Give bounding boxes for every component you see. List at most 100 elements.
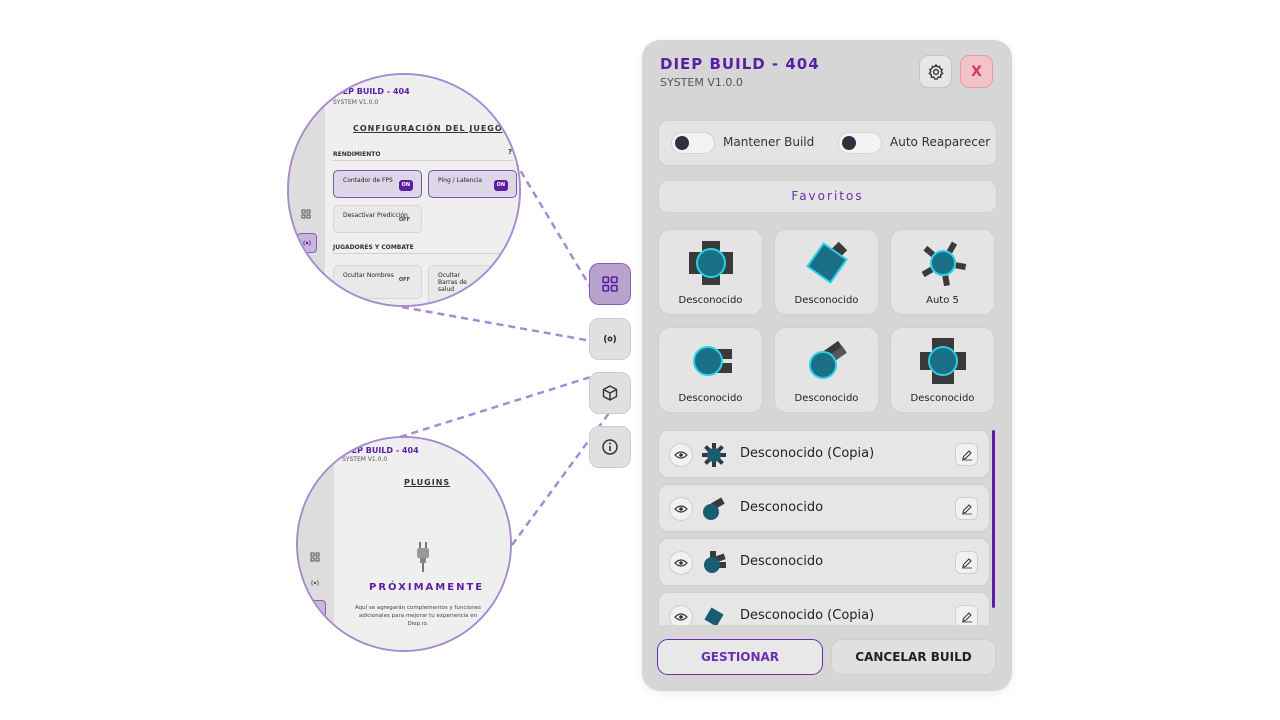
favorite-label: Desconocido [678,393,743,404]
close-icon: X [971,63,982,80]
plugins-description: Aquí se agregarán complementos y funcion… [354,605,482,627]
cancel-build-button[interactable]: CANCELAR BUILD [831,639,996,675]
visibility-toggle[interactable] [669,551,693,575]
visibility-toggle[interactable] [669,443,693,467]
toggle-auto-respawn-label: Auto Reaparecer [890,135,991,149]
favorites-header[interactable]: Favoritos [658,180,997,213]
tank-side-barrels-icon [693,346,732,376]
option-label: Ocultar Nombres [343,272,394,279]
nav-builds[interactable] [589,263,631,305]
help-icon: ? [508,148,513,156]
tank-quad-icon [689,241,733,285]
app-version: SYSTEM V1.0.0 [660,76,743,89]
favorites-label: Favoritos [791,189,864,203]
divider [333,253,513,254]
edit-build-button[interactable] [955,497,978,520]
coming-soon-label: PRÓXIMAMENTE [369,582,485,593]
eye-icon [674,559,688,567]
favorite-tile[interactable]: Desconocido [890,327,995,413]
build-name: Desconocido (Copia) [740,446,875,461]
eye-icon [674,505,688,513]
grid-icon [297,205,315,223]
zoom-section-performance: RENDIMIENTO [333,151,381,158]
build-name: Desconocido [740,554,824,569]
option-label: Desactivar Predicción [343,212,408,219]
zoom-settings-preview: DIEP BUILD - 404 SYSTEM V1.0.0 CONFIGURA… [287,73,521,307]
pencil-icon [961,503,972,514]
zoom-section-players: JUGADORES Y COMBATE [333,244,414,251]
favorite-label: Desconocido [794,393,859,404]
favorite-tile[interactable]: Desconocido [774,327,879,413]
nav-plugins[interactable] [589,372,631,414]
close-button[interactable]: X [960,55,993,88]
tank-triple-icon [704,551,726,573]
option-disable-prediction[interactable]: Desactivar Predicción OFF [333,205,422,233]
option-hide-health-bars[interactable]: Ocultar Barras de salud [428,265,517,305]
toggle-keep-build-label: Mantener Build [723,135,815,149]
option-fps-counter[interactable]: Contador de FPS ON [333,170,422,198]
broadcast-icon [297,233,317,253]
nav-game-settings[interactable] [589,318,631,360]
build-row[interactable]: Desconocido [658,484,990,532]
settings-button[interactable] [919,55,952,88]
option-state-badge: OFF [398,277,410,283]
info-icon [602,439,618,455]
tank-diagonal-icon [809,340,847,379]
option-label: Ping / Latencia [438,177,483,184]
favorite-tile[interactable]: Desconocido [774,229,879,315]
app-title: DIEP BUILD - 404 [660,55,820,73]
tank-auto5-icon [921,241,967,287]
edit-build-button[interactable] [955,605,978,625]
zoom-app-subtitle: SYSTEM V1.0.0 [333,99,379,106]
favorite-tile[interactable]: Desconocido [658,229,763,315]
option-label: Contador de FPS [343,177,393,184]
pencil-icon [961,611,972,622]
zoom-app-title: DIEP BUILD - 404 [333,87,410,96]
grid-icon [306,548,324,566]
edit-build-button[interactable] [955,443,978,466]
toggle-auto-respawn[interactable] [838,132,882,154]
build-list[interactable]: Desconocido (Copia) Desconocido [658,430,992,625]
option-ping[interactable]: Ping / Latencia ON [428,170,517,198]
toggle-bar: Mantener Build Auto Reaparecer [658,120,997,166]
zoom-plugins-preview: DIEP BUILD - 404 SYSTEM V1.0.0 PLUGINS P… [296,436,512,652]
build-name: Desconocido (Copia) [740,608,875,623]
tank-square-icon [704,607,724,625]
edit-build-button[interactable] [955,551,978,574]
favorite-tile[interactable]: Desconocido [658,327,763,413]
toggle-knob [842,136,856,150]
eye-icon [674,613,688,621]
build-row[interactable]: Desconocido (Copia) [658,592,990,625]
tank-cross-icon [920,338,966,384]
visibility-toggle[interactable] [669,605,693,625]
gear-icon [927,63,944,80]
toggle-knob [675,136,689,150]
favorite-label: Auto 5 [926,295,959,306]
build-panel: DIEP BUILD - 404 SYSTEM V1.0.0 X Mantene… [642,40,1012,691]
zoom-app-subtitle: SYSTEM V1.0.0 [342,456,388,463]
build-list-scrollbar[interactable] [992,430,995,608]
broadcast-icon [604,334,616,344]
favorite-tile[interactable]: Auto 5 [890,229,995,315]
tank-twin-icon [703,497,725,520]
zoom-sidebar [298,438,334,650]
divider [333,160,513,161]
eye-icon [674,451,688,459]
build-row[interactable]: Desconocido (Copia) [658,430,990,478]
zoom-main [334,438,510,650]
option-state-badge: ON [398,180,413,191]
option-hide-names[interactable]: Ocultar Nombres OFF [333,265,422,299]
plug-icon [415,542,431,576]
tank-diamond-icon [806,241,848,284]
option-label: Ocultar Barras de salud [438,272,467,293]
nav-info[interactable] [589,426,631,468]
favorite-label: Desconocido [678,295,743,306]
manage-button[interactable]: GESTIONAR [657,639,823,675]
zoom-plugins-heading: PLUGINS [404,478,451,487]
option-state-badge: ON [493,180,508,191]
zoom-app-title: DIEP BUILD - 404 [342,446,419,455]
toggle-keep-build[interactable] [671,132,715,154]
visibility-toggle[interactable] [669,497,693,521]
build-row[interactable]: Desconocido [658,538,990,586]
